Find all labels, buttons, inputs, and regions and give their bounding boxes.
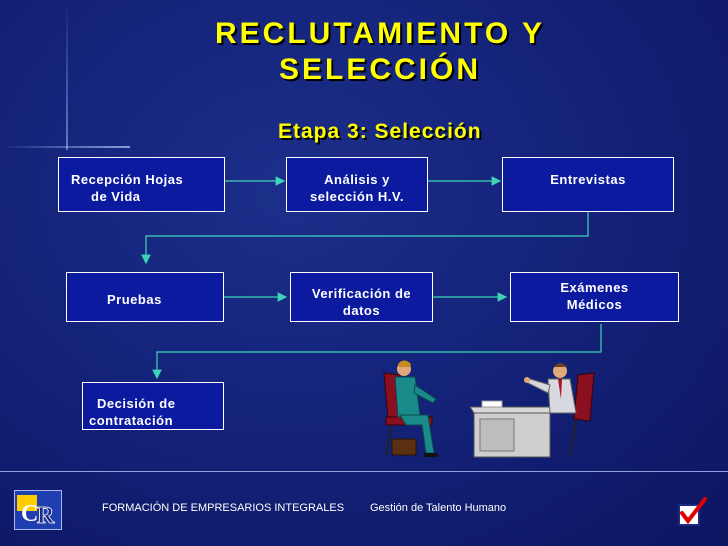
interviewee-figure: [394, 360, 438, 457]
cr-logo-icon: C R: [14, 490, 62, 530]
right-chair-icon: [569, 372, 595, 456]
svg-text:C: C: [21, 501, 38, 527]
footer-course: Gestión de Talento Humano: [370, 502, 507, 514]
connector-step6-step7: [152, 324, 602, 380]
step-label-line-1: Verificación de: [311, 286, 412, 301]
decorative-glow-vertical: [66, 0, 68, 150]
step-analisis-seleccion-hv: Análisis y selección H.V.: [286, 157, 428, 212]
step-label-line-2: Médicos: [566, 297, 623, 312]
desk-icon: [469, 400, 555, 458]
decorative-glow-horizontal: [0, 146, 130, 148]
step-recepcion-hojas-de-vida: Recepción Hojas de Vida: [58, 157, 225, 212]
slide-title: RECLUTAMIENTO Y SELECCIÓN: [160, 16, 600, 88]
slide-subtitle: Etapa 3: Selección: [278, 120, 482, 143]
step-label-line-1: Decisión de: [97, 396, 176, 411]
step-entrevistas: Entrevistas: [502, 157, 674, 212]
checkmark-icon: [678, 497, 708, 527]
step-label-line-1: Exámenes: [560, 280, 629, 295]
step-pruebas: Pruebas: [66, 272, 224, 322]
title-line-2: SELECCIÓN: [278, 53, 482, 86]
footer-divider: [0, 471, 728, 472]
step-decision-de-contratacion: Decisión de contratación: [82, 382, 224, 430]
step-label-line-1: Análisis y: [324, 172, 390, 187]
footer-organization: FORMACIÓN DE EMPRESARIOS INTEGRALES: [102, 502, 345, 514]
briefcase-icon: [391, 438, 417, 456]
step-examenes-medicos: Exámenes Médicos: [510, 272, 679, 322]
interview-scene-illustration: [383, 360, 595, 458]
connector-step3-step4: [141, 212, 589, 265]
title-line-1: RECLUTAMIENTO Y: [214, 17, 545, 50]
interviewer-figure: [524, 363, 577, 414]
step-label-line-1: Entrevistas: [550, 172, 626, 187]
step-label-line-2: contratación: [89, 413, 174, 428]
step-label-line-2: selección H.V.: [310, 189, 404, 204]
step-label-line-2: de Vida: [91, 189, 141, 204]
step-label-line-1: Pruebas: [107, 292, 162, 307]
step-label-line-2: datos: [342, 303, 381, 318]
step-label-line-1: Recepción Hojas: [71, 172, 184, 187]
svg-text:R: R: [37, 503, 55, 529]
step-verificacion-de-datos: Verificación de datos: [290, 272, 433, 322]
